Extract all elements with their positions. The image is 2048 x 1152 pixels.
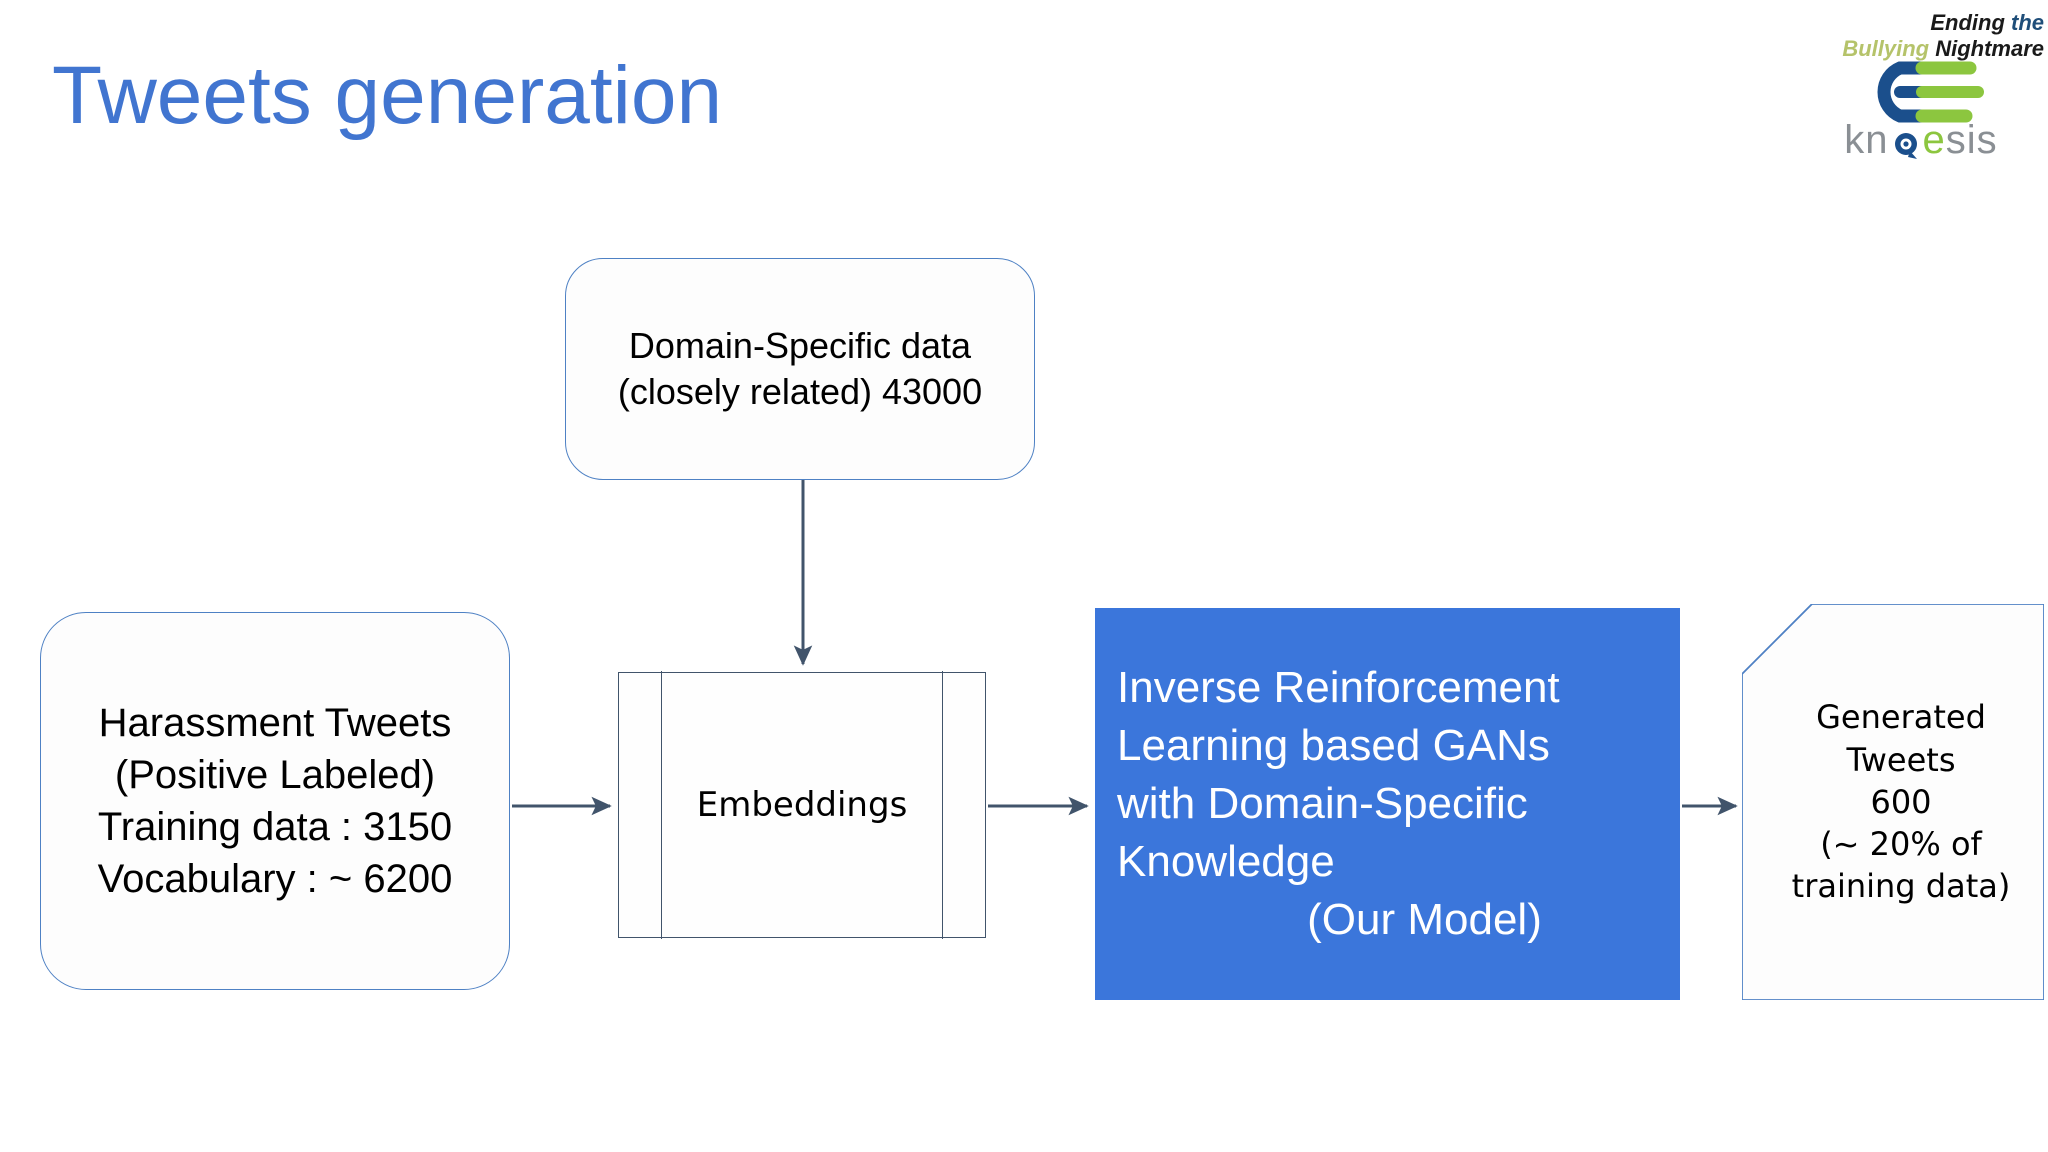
- model-line-1: Inverse Reinforcement: [1117, 662, 1560, 712]
- domain-specific-data-box[interactable]: Domain-Specific data (closely related) 4…: [565, 258, 1035, 480]
- model-line-2: Learning based GANs: [1117, 720, 1550, 770]
- embeddings-box[interactable]: Embeddings: [618, 671, 986, 939]
- harassment-line-4: Vocabulary : ~ 6200: [97, 857, 453, 901]
- generated-line-5: training data): [1791, 867, 2011, 906]
- tagline-word-ending: Ending: [1930, 10, 2011, 35]
- logo-tagline: Ending the Bullying Nightmare: [1798, 10, 2044, 62]
- model-line-3: with Domain-Specific: [1117, 778, 1528, 828]
- generated-line-4: (~ 20% of: [1820, 825, 1982, 864]
- tagline-word-bullying: Bullying: [1842, 35, 1936, 61]
- tagline-word-nightmare: Nightmare: [1935, 35, 2044, 61]
- harassment-line-3: Training data : 3150: [97, 805, 453, 849]
- generated-tweets-box[interactable]: Generated Tweets 600 (~ 20% of training …: [1742, 604, 2044, 1000]
- wordmark-sis: sis: [1945, 118, 1998, 162]
- generated-line-3: 600: [1870, 782, 1932, 821]
- page-title: Tweets generation: [52, 50, 723, 141]
- wordmark-eye-icon: [1889, 126, 1923, 160]
- model-line-4: Knowledge: [1117, 837, 1335, 887]
- generated-line-1: Generated: [1816, 698, 1986, 737]
- process-shape-left-bar: [661, 671, 662, 939]
- process-shape-right-bar: [942, 671, 943, 939]
- domain-data-line-1: Domain-Specific data: [628, 324, 972, 366]
- generated-line-2: Tweets: [1846, 740, 1956, 779]
- embeddings-label: Embeddings: [696, 785, 908, 825]
- model-line-5: (Our Model): [1307, 895, 1542, 945]
- wordmark-kn: kn: [1844, 118, 1889, 162]
- tagline-word-the: the: [2011, 10, 2044, 35]
- harassment-tweets-box[interactable]: Harassment Tweets (Positive Labeled) Tra…: [40, 612, 510, 990]
- harassment-line-2: (Positive Labeled): [114, 753, 436, 797]
- knoesis-e-mark-icon: [1877, 61, 1984, 123]
- wordmark-e: e: [1922, 118, 1946, 162]
- harassment-line-1: Harassment Tweets: [98, 701, 452, 745]
- domain-data-line-2: (closely related) 43000: [617, 371, 983, 412]
- note-shape-icon: [1742, 604, 2044, 1000]
- our-model-box[interactable]: Inverse Reinforcement Learning based GAN…: [1095, 608, 1680, 1000]
